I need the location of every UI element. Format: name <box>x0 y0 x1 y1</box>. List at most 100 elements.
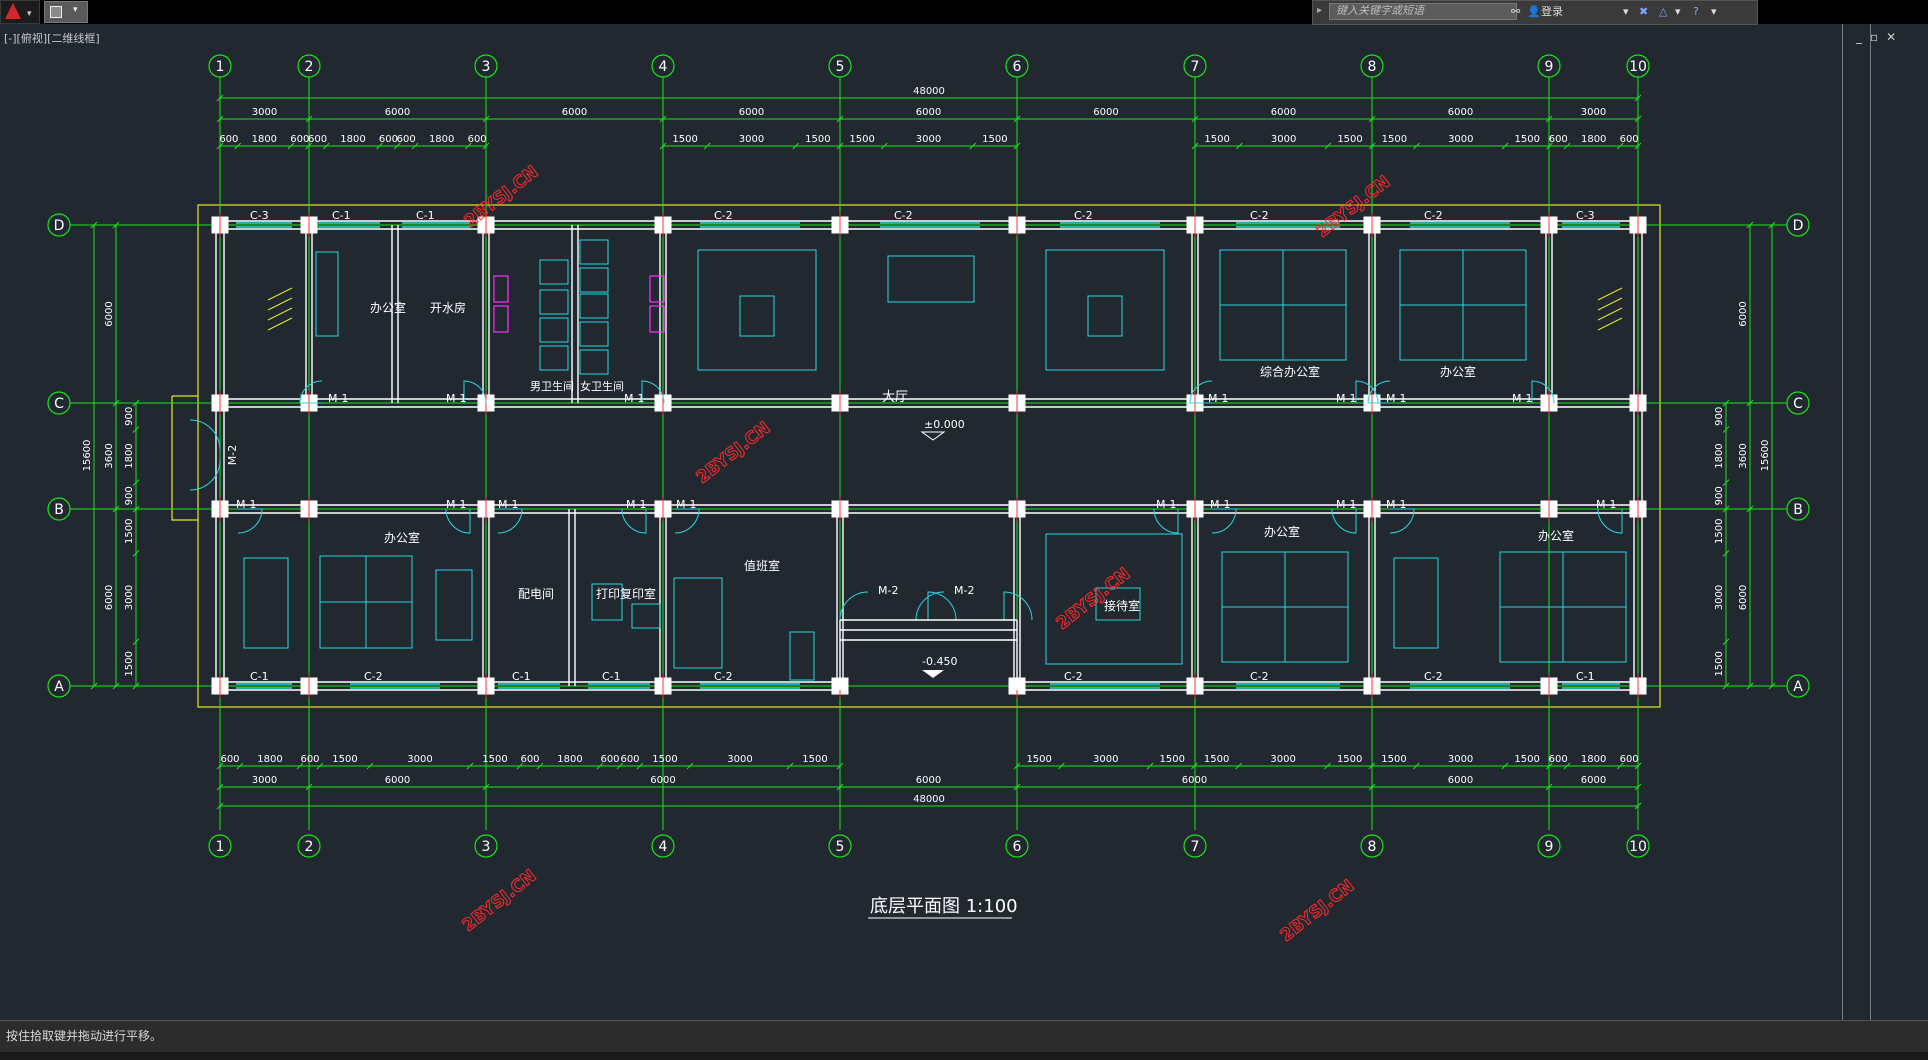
login-button[interactable]: 登录 <box>1541 5 1563 18</box>
axis-bubble <box>1360 54 1384 78</box>
dim-fine-bottom-left-tick <box>296 762 304 770</box>
room-label-reception: 接待室 <box>1104 598 1140 613</box>
office-desk <box>1393 557 1439 649</box>
dim-right-mid-label: 6000 <box>1738 585 1749 610</box>
viewport-border <box>1842 24 1843 1020</box>
command-line[interactable]: 按住拾取键并拖动进行平移。 <box>0 1020 1928 1052</box>
dim-right-inner-tick <box>1722 399 1730 407</box>
toilet <box>579 267 609 293</box>
dim-left-inner-label: 900 <box>124 486 135 505</box>
dim-right-mid-label: 3600 <box>1738 443 1749 468</box>
door <box>641 380 665 404</box>
axis-bubble <box>1786 674 1810 698</box>
dim-fine-bottom-right-tick <box>1545 762 1553 770</box>
door-label: M-1 <box>1512 392 1532 405</box>
dim-left-mid-label: 6000 <box>104 585 115 610</box>
toilet <box>579 293 609 319</box>
window-label: C-1 <box>602 670 621 683</box>
dim-fine-bottom-left-tick <box>516 762 524 770</box>
room-label-duty: 值班室 <box>744 558 780 573</box>
viewport-label[interactable]: [-][俯视][二维线框] <box>4 32 100 45</box>
printer <box>631 603 661 629</box>
dim-right-mid-tick <box>1746 221 1754 229</box>
office-desk <box>243 557 289 649</box>
door-label: M-1 <box>236 498 256 511</box>
dim-axis-top-tick <box>305 115 313 123</box>
dim-fine-bottom-left-label: 1500 <box>802 754 827 765</box>
expand-arrow-icon[interactable]: ▸ <box>1317 5 1323 16</box>
dim-left-outer-label: 15600 <box>82 440 93 472</box>
dim-left-outer-tick <box>90 221 98 229</box>
room-label-print: 打印复印室 <box>596 586 656 601</box>
sofa-set <box>697 249 817 371</box>
quick-access-toolbar[interactable]: ▾ <box>44 1 88 23</box>
dim-right-outer-tick <box>1768 221 1776 229</box>
dim-axis-top-tick <box>1368 115 1376 123</box>
door-label: M-1 <box>1386 498 1406 511</box>
dim-fine-bottom-left-label: 600 <box>220 754 239 765</box>
axis-bubble <box>1183 54 1207 78</box>
dim-right-mid-label: 6000 <box>1738 301 1749 326</box>
dim-fine-top-right-label: 600 <box>1549 134 1568 145</box>
duty-bed <box>789 631 815 681</box>
dim-fine-bottom-left-tick <box>616 762 624 770</box>
door <box>299 380 323 404</box>
door-label: M-1 <box>626 498 646 511</box>
dim-fine-bottom-left-label: 600 <box>600 754 619 765</box>
binoculars-icon[interactable]: ⚯ <box>1511 5 1521 18</box>
dim-right-inner-tick <box>1722 682 1730 690</box>
dim-axis-top-label: 3000 <box>1581 107 1606 118</box>
window-label: C-3 <box>250 209 269 222</box>
axis-bubble <box>828 54 852 78</box>
dim-right-inner-tick <box>1722 505 1730 513</box>
help-icon[interactable]: ? <box>1693 5 1699 18</box>
axis-bubble <box>47 674 71 698</box>
dim-total-bottom-tick <box>1634 802 1642 810</box>
window-label: C-3 <box>1576 209 1595 222</box>
dim-left-inner-label: 1800 <box>124 443 135 468</box>
window-label: C-1 <box>416 209 435 222</box>
axis-bubble <box>474 54 498 78</box>
dim-fine-top-right-label: 1500 <box>1382 134 1407 145</box>
desk-set <box>887 255 975 303</box>
axis-label-column: 1 <box>216 59 225 75</box>
dim-fine-top-left-tick <box>411 142 419 150</box>
search-input[interactable] <box>1329 3 1517 20</box>
door <box>1331 508 1357 534</box>
chevron-down-icon[interactable]: ▾ <box>1623 5 1629 18</box>
room-label-hall: 大厅 <box>882 390 908 405</box>
application-menu-button[interactable]: ▾ <box>0 0 40 24</box>
door <box>497 508 523 534</box>
toilet <box>539 345 569 371</box>
door-label: M-2 <box>878 584 898 597</box>
chevron-down-icon[interactable]: ▾ <box>1711 5 1717 18</box>
door <box>915 591 945 621</box>
user-icon[interactable]: 👤 <box>1527 5 1541 18</box>
autodesk-a360-icon[interactable]: △ <box>1659 5 1668 18</box>
axis-label-column: 7 <box>1191 59 1200 75</box>
dim-fine-bottom-right-label: 600 <box>1549 754 1568 765</box>
axis-label-column: 3 <box>482 59 491 75</box>
dim-axis-bottom-label: 6000 <box>916 775 941 786</box>
axis-bubble <box>651 54 675 78</box>
dim-left-inner-label: 1500 <box>124 519 135 544</box>
room-label-office2: 办公室 <box>1440 364 1476 379</box>
dim-axis-bottom-label: 6000 <box>1581 775 1606 786</box>
dim-fine-top-mid-tick <box>659 142 667 150</box>
door-label: M-1 <box>1336 498 1356 511</box>
door <box>237 508 263 534</box>
dim-axis-bottom-label: 3000 <box>252 775 277 786</box>
axis-bubble <box>1626 54 1650 78</box>
dim-axis-bottom-tick <box>1013 783 1021 791</box>
room-label-men-wc: 男卫生间 <box>530 379 574 393</box>
window-label: C-1 <box>512 670 531 683</box>
dim-axis-bottom-label: 6000 <box>1182 775 1207 786</box>
dim-axis-top-tick <box>216 115 224 123</box>
chevron-down-icon[interactable]: ▾ <box>1675 5 1681 18</box>
exchange-icon[interactable]: ✖ <box>1639 5 1649 18</box>
window-controls[interactable]: _▫✕ <box>1856 30 1905 44</box>
axis-label-column: 9 <box>1545 59 1554 75</box>
axis-label-column: 7 <box>1191 839 1200 855</box>
